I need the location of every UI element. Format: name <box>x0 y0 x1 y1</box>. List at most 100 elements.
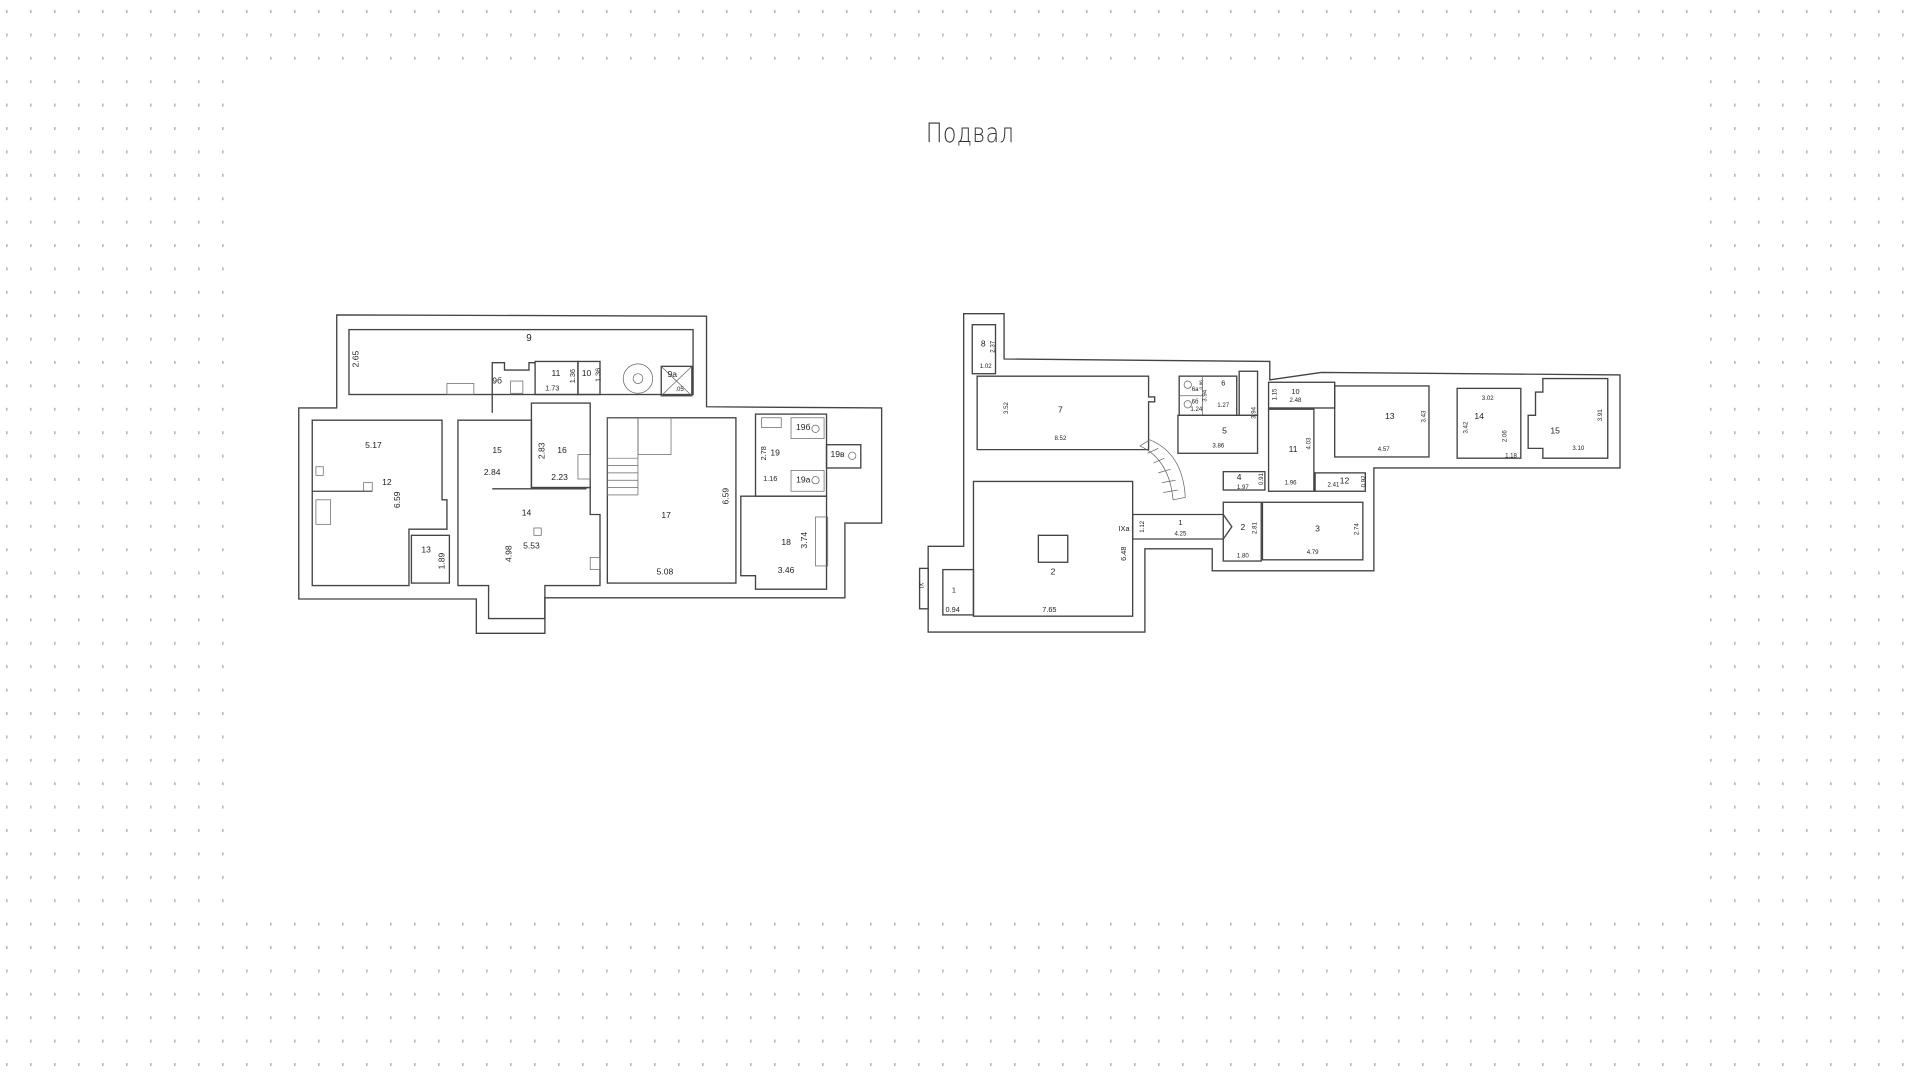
grid-dot <box>30 337 32 341</box>
grid-dot <box>150 758 152 762</box>
grid-dot <box>222 829 224 832</box>
grid-dot <box>198 1063 200 1066</box>
grid-dot <box>102 337 104 341</box>
grid-dot <box>30 782 32 786</box>
grid-dot <box>1710 454 1712 458</box>
outer-wall <box>927 313 1621 633</box>
grid-dot <box>78 969 80 973</box>
grid-dot <box>54 454 56 458</box>
grid-dot <box>222 501 224 505</box>
grid-dot <box>294 33 296 37</box>
grid-dot <box>1278 946 1280 949</box>
grid-dot <box>1758 478 1760 481</box>
grid-dot <box>54 80 56 84</box>
grid-dot <box>1230 946 1232 949</box>
grid-dot <box>30 407 32 411</box>
grid-dot <box>1710 407 1712 411</box>
grid-dot <box>630 946 632 949</box>
grid-dot <box>54 712 56 715</box>
grid-dot <box>222 80 224 84</box>
grid-dot <box>1758 665 1760 669</box>
grid-dot <box>1710 384 1712 388</box>
grid-dot <box>726 1016 728 1020</box>
grid-dot <box>918 56 920 60</box>
grid-dot <box>1374 10 1376 13</box>
grid-dot <box>198 197 200 201</box>
grid-dot <box>894 56 896 60</box>
grid-dot <box>1902 454 1904 458</box>
grid-dot <box>462 56 464 60</box>
grid-dot <box>126 454 128 458</box>
grid-dot <box>222 618 224 622</box>
grid-dot <box>1806 735 1808 739</box>
grid-dot <box>678 10 680 13</box>
grid-dot <box>1734 688 1736 692</box>
grid-dot <box>54 595 56 598</box>
grid-dot <box>126 361 128 364</box>
grid-dot <box>1710 361 1712 364</box>
grid-dot <box>606 1063 608 1066</box>
grid-dot <box>942 1039 944 1043</box>
room-label: 0.94 <box>946 605 960 614</box>
grid-dot <box>1734 992 1736 996</box>
grid-dot <box>126 1039 128 1043</box>
grid-dot <box>1758 407 1760 411</box>
grid-dot <box>750 1063 752 1066</box>
grid-dot <box>1302 56 1304 60</box>
grid-dot <box>6 80 8 84</box>
grid-dot <box>630 992 632 996</box>
grid-dot <box>1734 922 1736 926</box>
grid-dot <box>150 571 152 575</box>
grid-dot <box>774 56 776 60</box>
grid-dot <box>750 946 752 949</box>
grid-dot <box>1782 407 1784 411</box>
grid-dot <box>150 946 152 949</box>
grid-dot <box>990 922 992 926</box>
grid-dot <box>846 946 848 949</box>
grid-dot <box>582 33 584 37</box>
grid-dot <box>1806 712 1808 715</box>
room-label: 19б <box>796 422 811 432</box>
grid-dot <box>1734 103 1736 107</box>
staircase <box>606 417 672 496</box>
grid-dot <box>102 244 104 247</box>
grid-dot <box>1878 501 1880 505</box>
grid-dot <box>774 1063 776 1066</box>
grid-dot <box>1110 56 1112 60</box>
grid-dot <box>102 1063 104 1066</box>
grid-dot <box>1158 56 1160 60</box>
grid-dot <box>222 407 224 411</box>
grid-dot <box>1182 33 1184 37</box>
grid-dot <box>822 992 824 996</box>
grid-dot <box>150 735 152 739</box>
grid-dot <box>1086 969 1088 973</box>
grid-dot <box>846 992 848 996</box>
room-1-entrance <box>942 568 975 616</box>
grid-dot <box>270 969 272 973</box>
grid-dot <box>222 524 224 528</box>
grid-dot <box>510 922 512 926</box>
grid-dot <box>1158 1016 1160 1020</box>
grid-dot <box>1302 33 1304 37</box>
grid-dot <box>102 56 104 60</box>
grid-dot <box>1830 244 1832 247</box>
grid-dot <box>606 922 608 926</box>
grid-dot <box>750 1039 752 1043</box>
grid-dot <box>6 712 8 715</box>
grid-dot <box>78 712 80 715</box>
grid-dot <box>1662 969 1664 973</box>
grid-dot <box>966 1016 968 1020</box>
grid-dot <box>966 10 968 13</box>
grid-dot <box>1902 244 1904 247</box>
grid-dot <box>1086 922 1088 926</box>
grid-dot <box>390 922 392 926</box>
grid-dot <box>198 384 200 388</box>
grid-dot <box>1542 992 1544 996</box>
grid-dot <box>30 735 32 739</box>
grid-dot <box>1278 10 1280 13</box>
grid-dot <box>1590 922 1592 926</box>
grid-dot <box>318 922 320 926</box>
grid-dot <box>1830 10 1832 13</box>
grid-dot <box>558 10 560 13</box>
room-19v <box>825 444 862 469</box>
